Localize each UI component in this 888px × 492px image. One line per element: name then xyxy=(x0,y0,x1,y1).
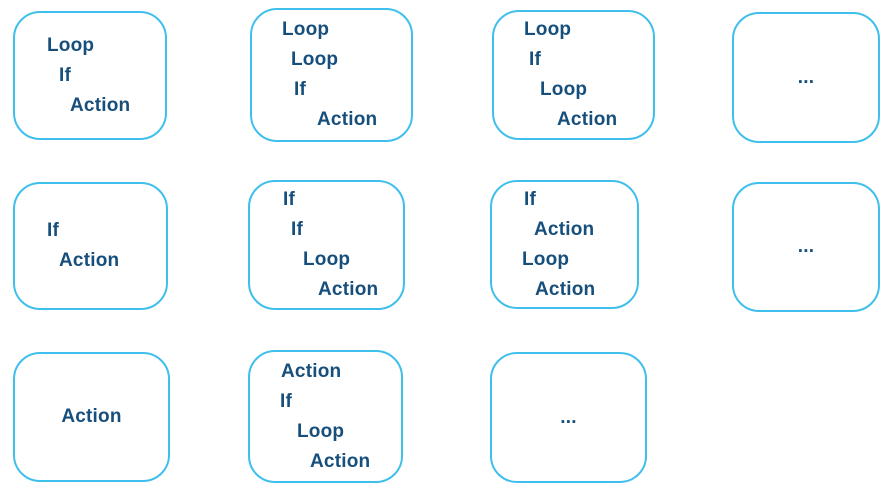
code-line: Loop xyxy=(291,49,339,70)
code-line: Action xyxy=(70,94,131,116)
ellipsis-label: ... xyxy=(560,406,577,428)
sketch-card-ellipsis-row3: ... xyxy=(490,352,647,483)
code-line: If xyxy=(59,64,72,86)
code-line: If xyxy=(524,188,537,210)
code-line: Action xyxy=(59,250,120,271)
code-line: Loop xyxy=(47,34,95,56)
code-line: Loop xyxy=(540,79,588,100)
code-line: If xyxy=(47,220,60,241)
code-line: Loop xyxy=(522,248,570,270)
code-line: Loop xyxy=(303,249,351,270)
sketch-card-action: Action xyxy=(13,352,170,482)
ellipsis-label: ... xyxy=(797,66,815,88)
sketch-card-ellipsis-row1: ... xyxy=(732,12,880,143)
code-line: If xyxy=(294,79,307,100)
code-line: If xyxy=(280,390,293,412)
code-line: Loop xyxy=(524,19,572,40)
code-line: If xyxy=(283,189,296,210)
code-line: Action xyxy=(61,406,122,427)
code-line: Action xyxy=(557,109,618,130)
ellipsis-label: ... xyxy=(797,236,815,257)
code-line: If xyxy=(291,219,304,240)
code-line: Loop xyxy=(282,19,330,40)
code-line: Action xyxy=(310,450,371,472)
code-line: Action xyxy=(281,360,342,382)
code-line: Loop xyxy=(297,420,345,442)
code-line: Action xyxy=(534,218,595,240)
code-line: Action xyxy=(535,278,596,300)
sketch-card-ellipsis-row2: ... xyxy=(732,182,880,312)
code-line: If xyxy=(529,49,542,70)
code-line: Action xyxy=(317,109,378,130)
code-line: Action xyxy=(318,279,379,300)
